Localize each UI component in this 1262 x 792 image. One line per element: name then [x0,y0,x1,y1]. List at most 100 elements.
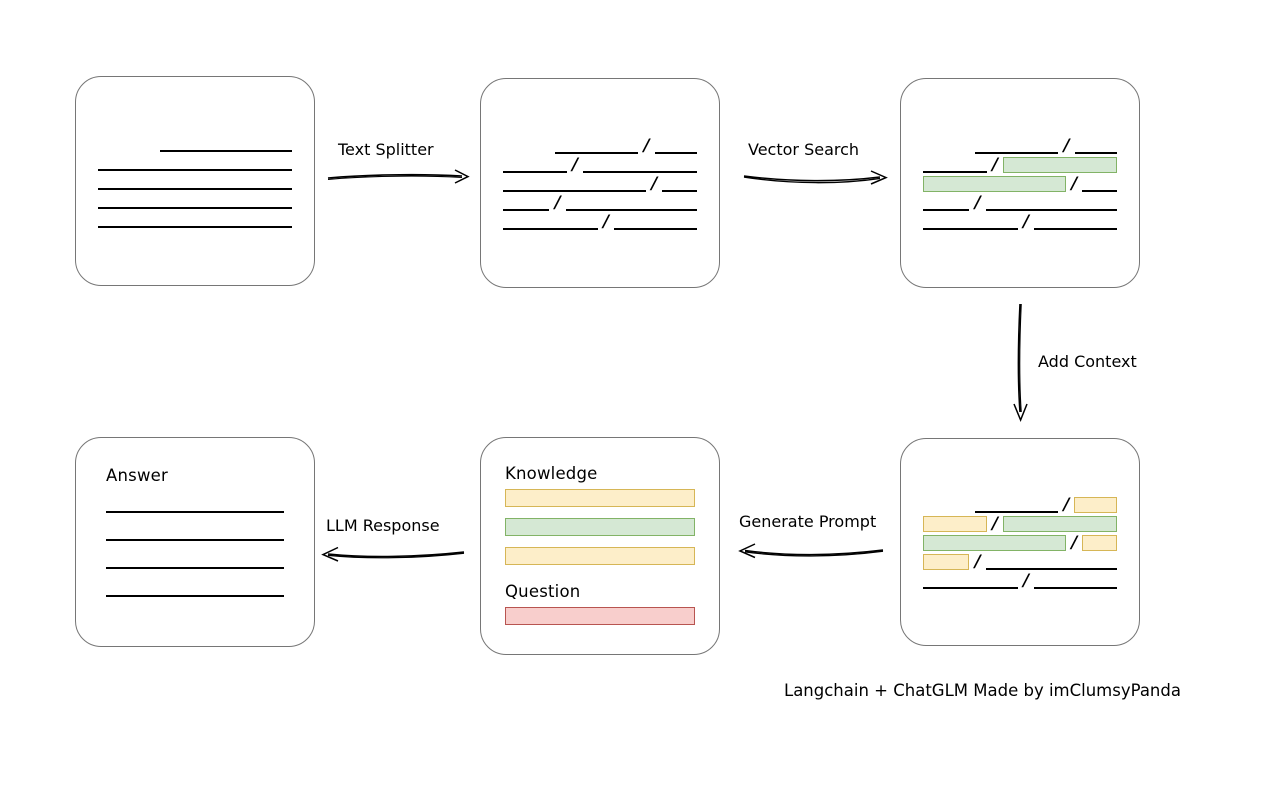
document-row [98,154,292,173]
document-row: / [923,572,1117,591]
arrow-down-icon [1013,303,1028,422]
text-line-segment [975,151,1059,153]
text-line-segment [975,510,1059,512]
document-row: / [503,213,697,232]
chunk-separator-slash: / [643,135,650,156]
text-line-segment [98,168,292,170]
document-row: / [503,194,697,213]
arrow-left-icon [738,543,884,559]
document-row: / [923,156,1117,175]
document-row: / [923,553,1117,572]
knowledge-bar-list [505,489,695,576]
text-line-segment [923,170,987,172]
document-row: / [923,213,1117,232]
chunk-separator-slash: / [974,192,981,213]
chunk-separator-slash: / [651,173,658,194]
document-row: / [923,496,1117,515]
document-row: / [503,175,697,194]
text-line-segment [503,227,598,229]
edge-text-splitter: Text Splitter [326,140,476,200]
arrow-right-icon [327,169,470,184]
text-line-segment [503,189,646,191]
answer-text-line [106,595,284,596]
text-line-segment [923,208,970,210]
document-row [98,135,292,154]
context-document-body: ///// [901,439,1139,645]
highlighted-chunk-green [1002,157,1117,173]
answer-text-line [106,567,284,568]
chunk-separator-slash: / [1070,532,1078,553]
prompt-card: Knowledge Question [480,437,720,655]
knowledge-bar-yellow [505,489,695,507]
chunk-separator-slash: / [1063,494,1070,515]
highlighted-chunk-yellow [1074,497,1117,513]
prompt-body: Knowledge Question [481,438,719,654]
document-row [98,173,292,192]
question-label: Question [505,582,581,601]
text-line-segment [654,151,697,153]
edge-label-add-context: Add Context [1038,352,1137,371]
question-bar-red [505,607,695,625]
chunk-separator-slash: / [991,513,998,534]
text-line-segment [923,227,1018,229]
chunk-separator-slash: / [554,192,561,213]
chunk-separator-slash: / [1063,135,1070,156]
edge-vector-search: Vector Search [740,140,890,200]
footer-credit: Langchain + ChatGLM Made by imClumsyPand… [784,681,1181,700]
text-line-segment [582,170,697,172]
text-line-segment [503,208,550,210]
chunk-separator-slash: / [991,154,998,175]
text-line-segment [98,187,292,189]
source-document-body [76,77,314,285]
text-line-segment [1074,151,1117,153]
question-bar-list [505,607,695,636]
chunk-separator-slash: / [1071,173,1078,194]
text-line-segment [662,189,697,191]
arrow-right-icon [743,170,888,185]
text-line-segment [555,151,639,153]
highlighted-chunk-yellow [1082,535,1117,551]
edge-label-vector-search: Vector Search [748,140,860,159]
split-document-card: ///// [480,78,720,288]
edge-label-generate-prompt: Generate Prompt [739,512,877,531]
document-row: / [923,194,1117,213]
edge-add-context: Add Context [1000,300,1180,430]
document-row: / [923,534,1117,553]
matched-document-card: ///// [900,78,1140,288]
arrow-left-icon [321,546,465,562]
text-line-segment [503,170,567,172]
text-line-segment [923,586,1018,588]
knowledge-bar-green [505,518,695,536]
chunk-separator-slash: / [974,551,981,572]
text-line-segment [98,206,292,208]
split-document-body: ///// [481,79,719,287]
answer-heading: Answer [106,466,168,485]
highlighted-chunk-yellow [923,516,987,532]
text-line-segment [613,227,697,229]
answer-text-line [106,539,284,540]
text-line-segment [565,208,697,210]
document-row [98,211,292,230]
document-row: / [923,137,1117,156]
text-line-segment [1033,227,1117,229]
edge-generate-prompt: Generate Prompt [735,512,895,572]
highlighted-chunk-yellow [923,554,970,570]
answer-card: Answer [75,437,315,647]
document-row: / [923,175,1117,194]
chunk-separator-slash: / [1022,211,1029,232]
edge-llm-response: LLM Response [318,516,478,576]
text-line-segment [1033,586,1117,588]
text-line-segment [98,225,292,227]
chunk-separator-slash: / [602,211,609,232]
document-row: / [503,137,697,156]
text-line-segment [985,567,1117,569]
text-line-segment [1082,189,1117,191]
chunk-separator-slash: / [1022,570,1029,591]
context-document-card: ///// [900,438,1140,646]
highlighted-chunk-green [923,535,1066,551]
text-line-segment [160,149,292,151]
knowledge-bar-yellow [505,547,695,565]
source-document-card [75,76,315,286]
text-line-segment [985,208,1117,210]
edge-label-text-splitter: Text Splitter [338,140,434,159]
